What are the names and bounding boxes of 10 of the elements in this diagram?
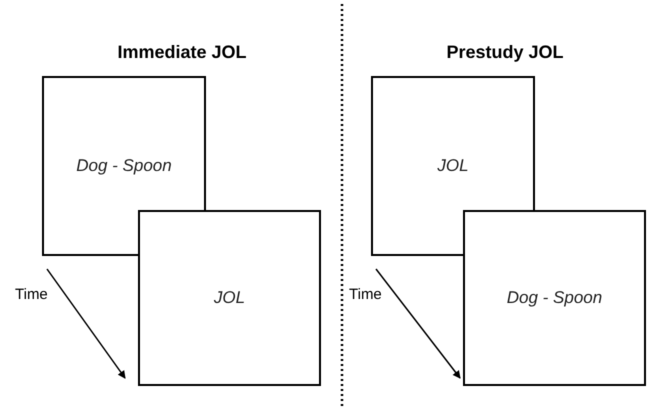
stimulus-text: JOL [437,156,469,176]
card-box [463,210,646,386]
axis-label: Time [349,286,382,303]
panel-title: Immediate JOL [118,42,247,63]
card-box [138,210,321,386]
stimulus-text: JOL [214,288,246,308]
stimulus-text: Dog - Spoon [76,156,172,176]
axis-label: Time [15,286,48,303]
stimulus-text: Dog - Spoon [506,288,602,308]
panel-title: Prestudy JOL [446,42,564,63]
